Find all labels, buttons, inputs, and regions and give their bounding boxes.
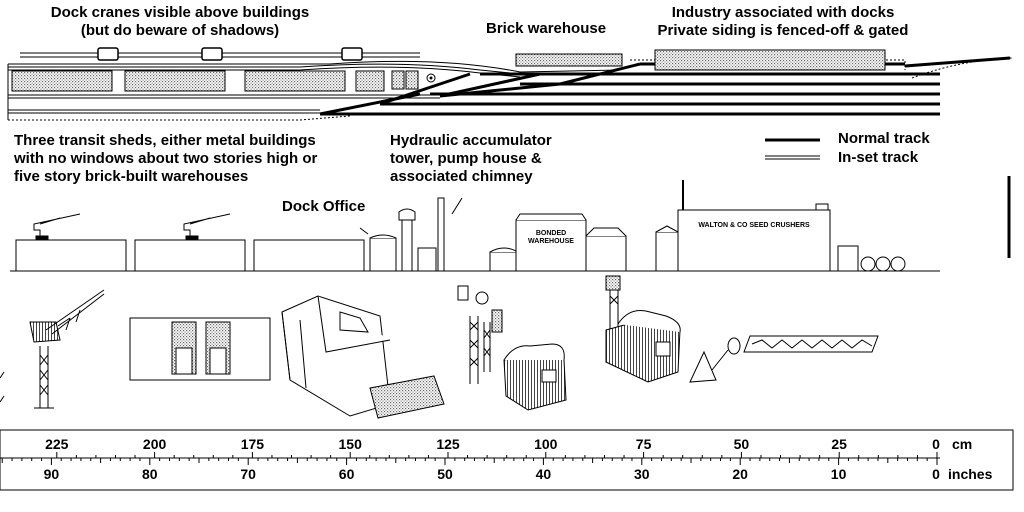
cm-tick-label: 50: [733, 436, 750, 452]
hydraulic-line3: associated chimney: [390, 168, 533, 185]
transit-sheds-line2: with no windows about two stories high o…: [14, 150, 318, 167]
cranes-label: Dock cranes visible above buildings (but…: [30, 4, 330, 40]
walton-sign: WALTON & CO SEED CRUSHERS: [698, 222, 810, 229]
brick-warehouse-label: Brick warehouse: [486, 20, 607, 37]
inch-tick-label: 60: [338, 466, 355, 482]
hydraulic-label: Hydraulic accumulator tower, pump house …: [390, 132, 552, 186]
inch-tick-label: 40: [535, 466, 552, 482]
cm-tick-label: 125: [436, 436, 460, 452]
hydraulic-line2: tower, pump house &: [390, 150, 542, 167]
elevation-view: [10, 180, 940, 272]
inch-tick-label: 20: [732, 466, 748, 482]
dock-office-label: Dock Office: [282, 198, 366, 215]
inch-tick-label: 50: [437, 466, 453, 482]
transit-sheds-line3: five story brick-built warehouses: [14, 168, 249, 185]
cm-tick-label: 75: [635, 436, 652, 452]
normal-track-label: Normal track: [838, 130, 930, 147]
kit-models: [29, 275, 879, 419]
inch-tick-label: 80: [142, 466, 158, 482]
inch-unit: inches: [948, 466, 993, 482]
cm-tick-label: 150: [338, 436, 362, 452]
cranes-label-line1: Dock cranes visible above buildings: [50, 4, 310, 21]
inch-tick-label: 10: [830, 466, 847, 482]
ruler: [0, 429, 1014, 491]
cm-tick-label: 175: [240, 436, 265, 452]
bonded-sign-line1: BONDED: [535, 230, 567, 237]
cm-tick-label: 225: [45, 436, 69, 452]
inch-tick-label: 90: [43, 466, 60, 482]
cm-tick-label: 100: [534, 436, 558, 452]
inch-tick-label: 0: [932, 466, 940, 482]
cm-unit: cm: [952, 436, 973, 452]
industry-label-line1: Industry associated with docks: [671, 4, 895, 21]
bonded-sign-line2: WAREHOUSE: [528, 238, 574, 245]
inset-track-label: In-set track: [838, 149, 919, 166]
bonded-warehouse-sign: BONDED WAREHOUSE: [516, 230, 586, 246]
track-plan: [7, 47, 1013, 121]
cranes-label-line2: (but do beware of shadows): [80, 22, 280, 39]
cm-tick-label: 0: [932, 436, 940, 452]
cm-tick-label: 25: [831, 436, 847, 452]
transit-sheds-label: Three transit sheds, either metal buildi…: [14, 132, 317, 186]
cm-tick-label: 200: [142, 436, 167, 452]
hydraulic-line1: Hydraulic accumulator: [390, 132, 552, 149]
industry-label-line2: Private siding is fenced-off & gated: [657, 22, 909, 39]
inch-tick-label: 70: [240, 466, 256, 482]
inch-tick-label: 30: [634, 466, 650, 482]
industry-label: Industry associated with docks Private s…: [640, 4, 926, 40]
transit-sheds-line1: Three transit sheds, either metal buildi…: [14, 132, 316, 149]
